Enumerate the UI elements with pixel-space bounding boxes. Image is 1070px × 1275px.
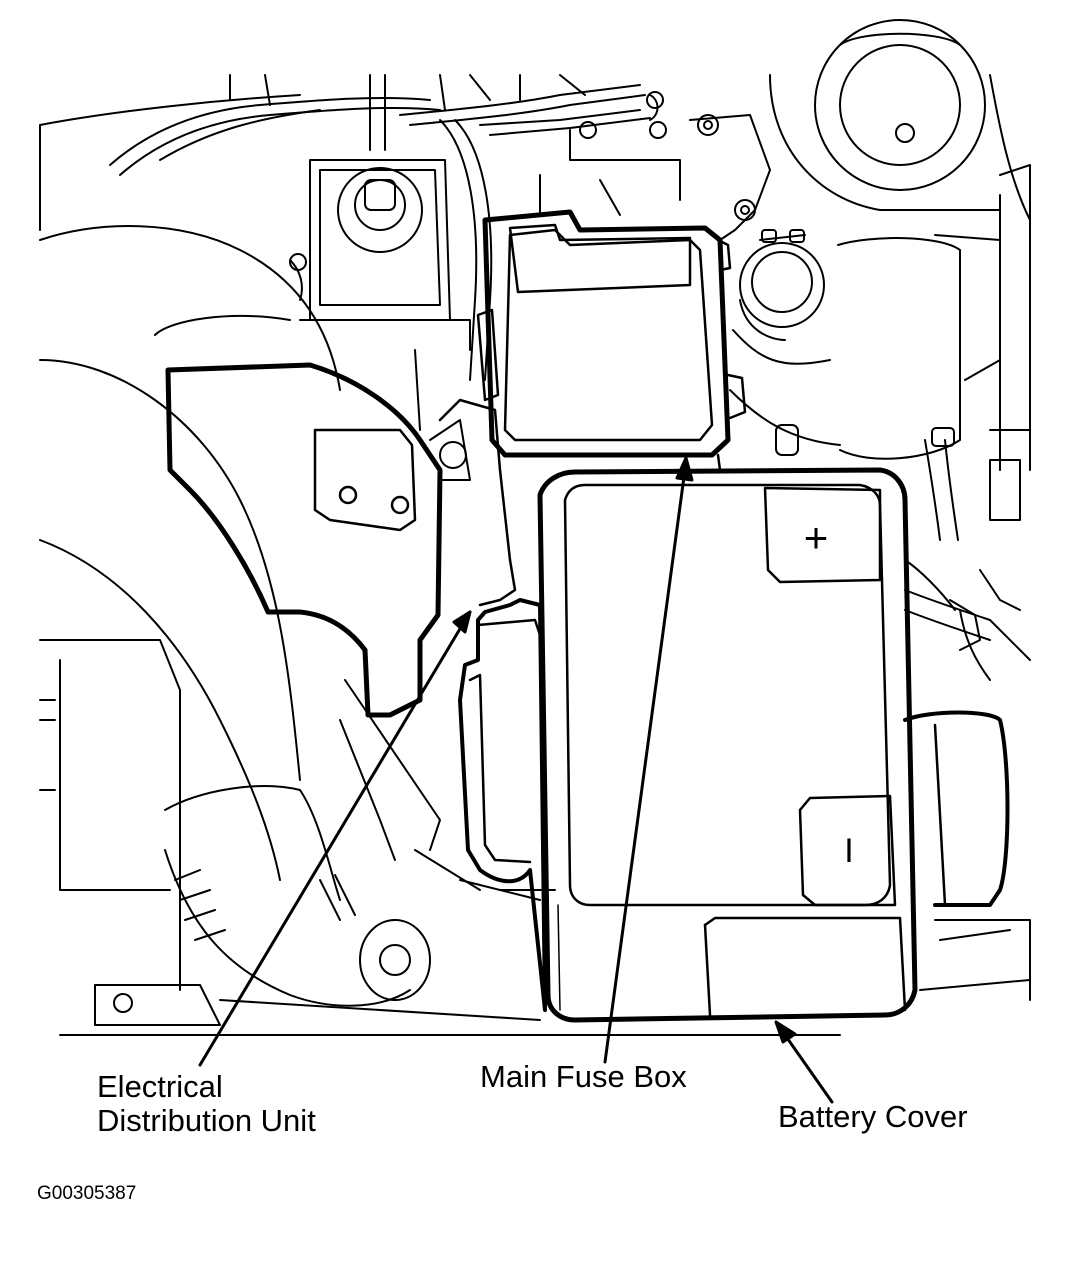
- edu-leader-arrow: [452, 610, 472, 634]
- electrical-distribution-unit: [165, 362, 517, 718]
- electrical-distribution-unit-label-line2: Distribution Unit: [97, 1103, 316, 1138]
- battery-leader-arrow: [774, 1020, 797, 1044]
- callout-leaders: [198, 456, 834, 1104]
- electrical-distribution-unit-label: Electrical Distribution Unit: [97, 1070, 316, 1138]
- fuse-leader-line: [603, 460, 688, 1064]
- main-fuse-box-label: Main Fuse Box: [480, 1059, 687, 1094]
- fuse-leader-arrow: [675, 456, 694, 482]
- electrical-distribution-unit-label-line1: Electrical: [97, 1069, 223, 1104]
- figure-code: G00305387: [37, 1183, 137, 1204]
- battery-cover-label: Battery Cover: [778, 1099, 968, 1134]
- negative-terminal-symbol: I: [844, 832, 853, 870]
- positive-terminal-symbol: +: [804, 514, 829, 561]
- main-fuse-box: [476, 209, 747, 472]
- engine-background-details: [39, 19, 1031, 1036]
- edu-leader-line: [198, 610, 472, 1067]
- battery-cover: [537, 467, 918, 1023]
